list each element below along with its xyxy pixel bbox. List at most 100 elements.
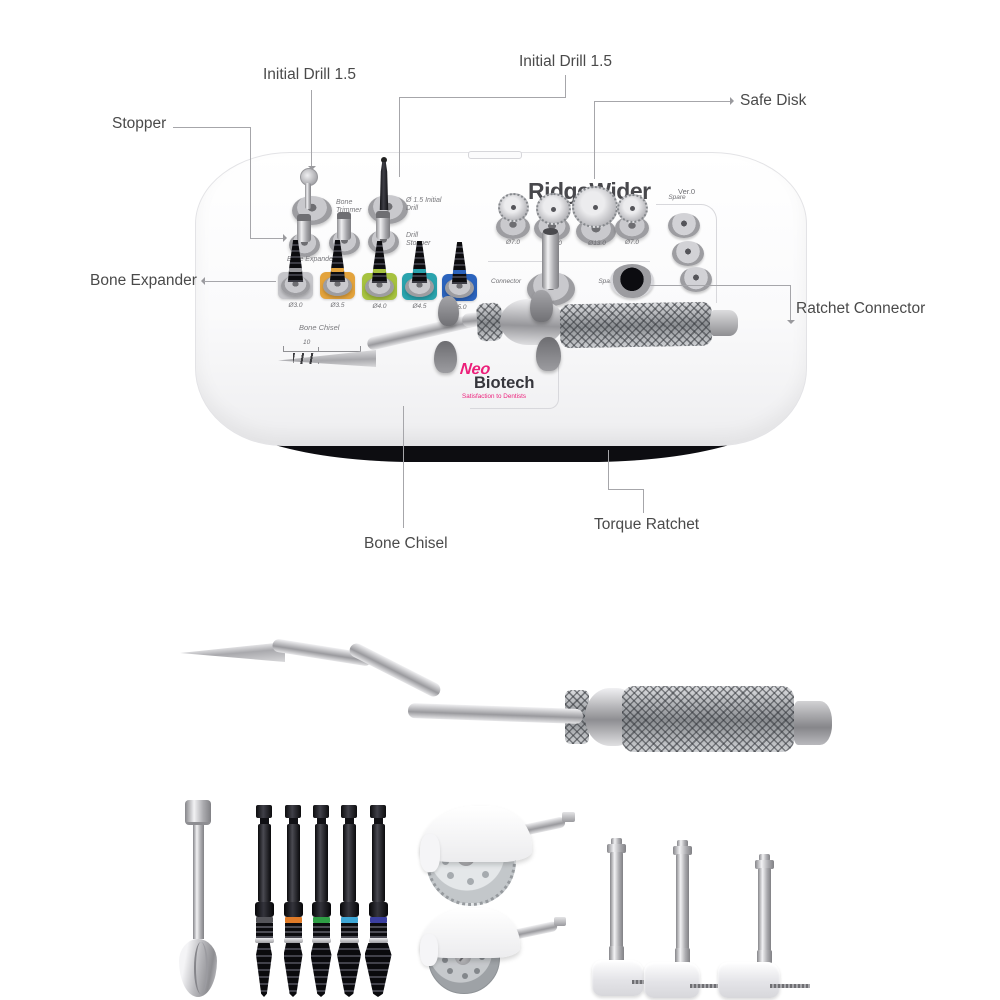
bone-expander-product-4 <box>335 805 363 997</box>
trimmer-bud-tip <box>179 939 217 997</box>
stopper-knob <box>677 840 688 847</box>
chisel-product-tip <box>180 642 285 662</box>
logo-neo: Neo <box>459 361 492 378</box>
disk-size-label: Ø7.0 <box>505 239 521 246</box>
callout-line <box>250 127 251 238</box>
callout-line <box>608 489 644 490</box>
guard-lip <box>420 834 440 872</box>
expander-rings <box>312 923 330 938</box>
disk-size-label: Ø13.0 <box>588 240 606 247</box>
safe-disk-tool <box>536 193 571 225</box>
case-latch <box>468 151 522 159</box>
expander-neck <box>259 818 269 824</box>
bone-trimmer-product <box>178 800 218 997</box>
expander-cap <box>341 805 357 818</box>
bone-trimmer-stem <box>305 183 311 209</box>
expander-neck <box>316 818 326 824</box>
callout-initial-drill-top: Initial Drill 1.5 <box>519 53 613 70</box>
stopper-shaft <box>610 852 623 950</box>
stopper-shaft-lower <box>609 946 624 962</box>
ruler-tick <box>283 346 284 352</box>
ruler-tick <box>360 346 361 352</box>
expander-size-label: Ø5.0 <box>452 304 467 311</box>
stopper-drill-bit <box>690 984 720 988</box>
callout-line <box>399 97 400 177</box>
guard-lip <box>420 934 438 966</box>
chisel-end-cap <box>792 701 832 745</box>
arrow-down-icon <box>787 320 795 328</box>
callout-initial-drill-left: Initial Drill 1.5 <box>263 66 357 83</box>
callout-line <box>173 127 250 128</box>
callout-line <box>594 101 732 102</box>
stopper-base <box>718 962 780 998</box>
callout-line <box>311 90 312 166</box>
stopper-flange <box>673 846 692 855</box>
expander-band <box>289 268 302 272</box>
expander-collar <box>368 902 388 917</box>
chisel-product-shaft <box>407 702 584 725</box>
stopper-knob <box>611 838 622 845</box>
drill-stopper-product-3 <box>718 854 810 1000</box>
expander-cap <box>285 805 301 818</box>
expander-silver-ring <box>254 938 274 943</box>
drill-stopper-tool <box>297 214 311 242</box>
expander-size-label: Ø3.0 <box>288 302 303 309</box>
expander-threaded-tip <box>256 943 272 997</box>
chisel-depth-marks <box>293 353 319 364</box>
callout-stopper: Stopper <box>112 115 167 132</box>
arrow-right-icon <box>283 234 291 242</box>
spare-disc <box>668 213 700 238</box>
callout-safe-disk: Safe Disk <box>740 92 807 109</box>
ruler-number: 10 <box>303 339 311 346</box>
stopper-shaft-lower <box>675 948 690 964</box>
drill-stopper-product-2 <box>644 840 720 1000</box>
expander-band <box>453 270 466 274</box>
slot-label-bone-trimmer: Bone Trimmer <box>336 199 362 215</box>
expander-threaded-tip <box>364 943 392 997</box>
disk-hub <box>511 205 516 210</box>
ratchet-end-cap <box>710 310 738 336</box>
arrow-down-icon <box>308 166 316 174</box>
callout-line <box>594 101 595 179</box>
stopper-base <box>592 960 644 996</box>
connector-opening <box>543 228 558 235</box>
expander-color-band <box>312 917 330 923</box>
expander-shaft <box>257 824 271 902</box>
tray-clip <box>530 290 553 322</box>
bone-expander-product-2 <box>279 805 307 997</box>
stopper-shaft-lower <box>757 950 772 964</box>
stopper-knob <box>759 854 770 861</box>
expander-cap <box>256 805 272 818</box>
expander-size-label: Ø4.0 <box>372 303 387 310</box>
expander-neck <box>288 818 298 824</box>
expander-color-band <box>369 917 387 923</box>
ratchet-connector-tool <box>542 231 559 289</box>
expander-color-band <box>284 917 302 923</box>
spare-slot-black <box>610 264 654 298</box>
expander-shaft <box>342 824 356 902</box>
disk-hub <box>551 206 556 212</box>
expander-shaft <box>314 824 328 902</box>
expander-collar <box>283 902 303 917</box>
expander-band <box>413 269 426 273</box>
tray-seam <box>656 204 717 303</box>
bone-expander-product-5 <box>364 805 392 997</box>
disk-hub <box>630 206 635 211</box>
expander-neck <box>344 818 354 824</box>
spare-label-mid: Spare <box>598 278 616 285</box>
ruler-tick <box>318 347 319 352</box>
disk-shaft-end <box>562 812 575 822</box>
slot-label-bone-chisel: Bone Chisel <box>299 323 340 332</box>
stopper-drill-bit <box>770 984 810 988</box>
expander-silver-ring <box>368 938 388 943</box>
neobiotech-logo: Neo Biotech Satisfaction to Dentists <box>448 361 558 400</box>
expander-rings <box>255 923 273 938</box>
callout-bone-expander: Bone Expander <box>90 272 197 289</box>
disk-size-label: Ø7.0 <box>624 239 640 246</box>
expander-band <box>373 269 386 273</box>
expander-silver-ring <box>311 938 331 943</box>
callout-torque-ratchet: Torque Ratchet <box>594 516 700 533</box>
stopper-shaft <box>676 854 689 952</box>
drill-stopper-tool <box>337 212 351 240</box>
